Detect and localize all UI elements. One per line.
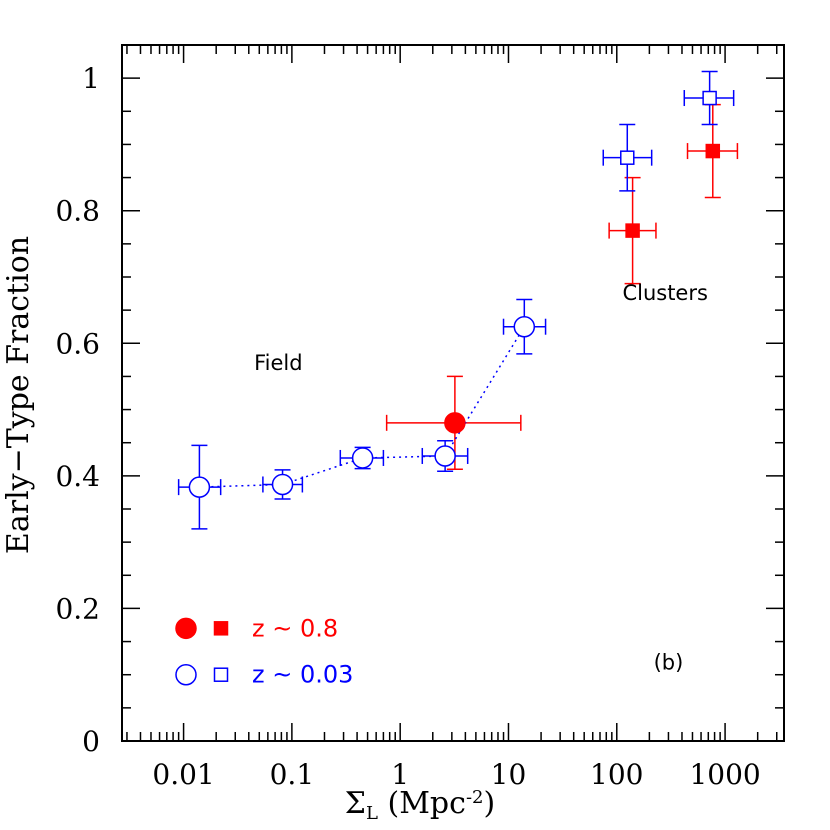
legend-marker-open-square	[213, 667, 229, 682]
legend-marker-filled-square	[213, 621, 229, 636]
data-point-open-circle	[434, 445, 456, 467]
x-axis-label-symbol: Σ	[345, 786, 366, 821]
annotation: Clusters	[622, 281, 707, 305]
x-axis-label-close: )	[483, 786, 495, 821]
plot-frame	[121, 44, 785, 742]
x-axis-label: ΣL (Mpc-2)	[345, 786, 495, 824]
data-point-open-square	[620, 150, 635, 165]
x-axis-label-superscript: -2	[466, 787, 484, 808]
legend-marker-open-circle	[175, 663, 197, 686]
legend-marker-filled-circle	[175, 617, 197, 640]
x-tick-label: 10	[491, 758, 527, 791]
annotation: (b)	[654, 650, 684, 674]
data-point-filled-square	[625, 223, 640, 238]
legend-label: z ~ 0.03	[252, 661, 353, 689]
annotation: Field	[254, 351, 302, 375]
annotations-layer: Field Clusters (b)	[254, 281, 708, 674]
x-tick-label: 1	[391, 758, 409, 791]
plot-frame-layer	[121, 44, 785, 742]
legend-entry: z ~ 0.03	[175, 661, 353, 689]
series-connecting-line	[199, 326, 525, 488]
y-tick-label: 1	[82, 62, 100, 95]
legend: z ~ 0.8 z ~ 0.03	[175, 614, 353, 689]
y-tick-label: 0.8	[55, 195, 100, 228]
x-tick-label: 100	[590, 758, 643, 791]
legend-entry: z ~ 0.8	[175, 614, 338, 642]
data-point-open-circle	[188, 476, 211, 498]
x-axis-label-space	[378, 786, 388, 821]
x-tick-label: 0.1	[270, 758, 315, 791]
data-point-filled-square	[705, 143, 721, 159]
tick-marks-layer	[122, 45, 784, 742]
x-axis-label-subscript: L	[366, 803, 378, 824]
data-markers-layer	[188, 90, 721, 498]
connecting-lines-layer	[199, 326, 525, 488]
y-tick-label: 0.4	[55, 460, 100, 493]
tick-labels-layer: 0.01 0.1 1 10 100 1000 0 0.2 0.4 0.6 0.8 1	[55, 62, 760, 791]
x-tick-label: 0.01	[152, 758, 214, 791]
data-point-open-circle	[351, 447, 374, 469]
x-tick-label: 1000	[689, 758, 760, 791]
y-tick-label: 0.2	[55, 592, 100, 625]
legend-label: z ~ 0.8	[252, 614, 338, 642]
data-point-open-circle	[271, 473, 294, 496]
x-axis-label-units: (Mpc	[388, 786, 466, 821]
data-point-open-square	[702, 90, 717, 106]
y-axis-label: Early−Type Fraction	[1, 236, 36, 554]
data-point-open-circle	[513, 315, 536, 338]
y-tick-label: 0.6	[55, 327, 100, 360]
y-tick-label: 0	[82, 725, 100, 758]
data-point-filled-circle	[444, 412, 466, 434]
